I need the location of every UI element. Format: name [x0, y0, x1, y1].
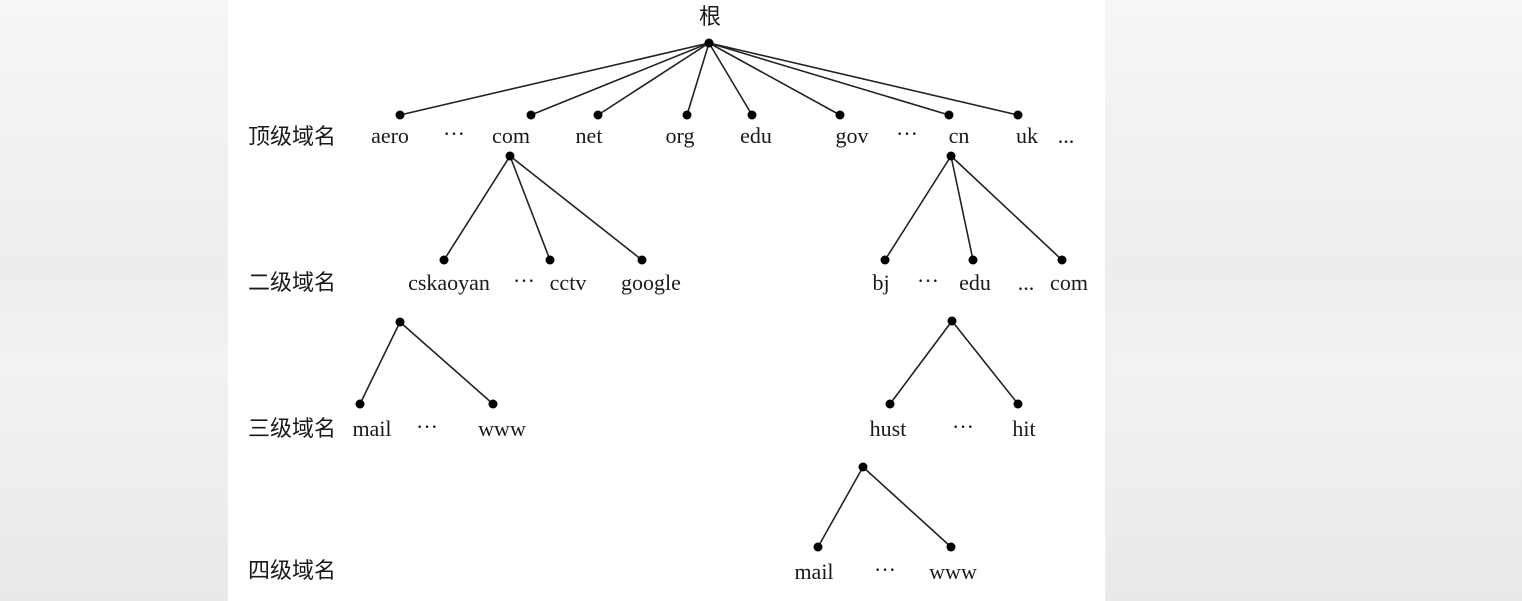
- fourth-hust-mail: mail: [794, 559, 834, 584]
- tld-aero: aero: [371, 123, 409, 148]
- sld-cn-ellipsis-1: ···: [917, 268, 939, 293]
- node-dot-cskDown: [395, 317, 405, 327]
- fourth-hust-ellipsis: ···: [874, 557, 896, 582]
- edge-root-org: [686, 42, 710, 116]
- sld-cctv: cctv: [549, 270, 587, 295]
- third-edu-hust: hust: [869, 416, 907, 441]
- edge-hustDown-hMail: [817, 466, 864, 548]
- sld-cn-com: com: [1050, 270, 1088, 295]
- edge-eduDown-hit: [951, 320, 1019, 405]
- level-label-fourth: 四级域名: [248, 559, 337, 584]
- edge-root-aero: [399, 42, 710, 116]
- edge-root-net: [597, 42, 710, 116]
- node-dot-root: [704, 38, 714, 48]
- node-dot-cctv: [545, 255, 555, 265]
- level-label-second: 二级域名: [248, 271, 337, 296]
- node-dot-edu: [747, 110, 757, 120]
- edge-root-cn: [708, 42, 950, 116]
- tld-ellipsis-1: ···: [443, 121, 465, 146]
- node-dot-aero: [395, 110, 405, 120]
- node-dot-cnDown: [946, 151, 956, 161]
- tld-ellipsis-2: ···: [896, 121, 918, 146]
- third-edu-hit: hit: [1012, 416, 1036, 441]
- node-dot-cnCom: [1057, 255, 1067, 265]
- node-dot-bj: [880, 255, 890, 265]
- node-dot-comDown: [505, 151, 515, 161]
- node-dot-eduDown: [947, 316, 957, 326]
- edge-root-edu: [708, 42, 753, 116]
- third-edu-ellipsis: ···: [952, 414, 974, 439]
- node-dot-uk: [1013, 110, 1023, 120]
- tld-cn: cn: [948, 123, 970, 148]
- node-dot-google: [637, 255, 647, 265]
- edge-hustDown-hWww: [862, 466, 952, 548]
- node-dot-org: [682, 110, 692, 120]
- node-dot-cnEdu: [968, 255, 978, 265]
- edge-root-gov: [708, 42, 841, 116]
- level-label-third: 三级域名: [248, 417, 337, 442]
- sld-google: google: [621, 270, 681, 295]
- sld-edu: edu: [959, 270, 991, 295]
- edge-cnDown-cnEdu: [950, 155, 974, 261]
- third-cskaoyan-ellipsis: ···: [416, 414, 438, 439]
- sld-bj: bj: [872, 270, 890, 295]
- sld-cn-ellipsis-2: ...: [1017, 270, 1035, 295]
- edge-comDown-cctv: [509, 155, 551, 261]
- node-dot-com: [526, 110, 536, 120]
- edge-root-com: [530, 42, 710, 116]
- domain-name-tree-diagram: 根 顶级域名 二级域名 三级域名 四级域名 aero ··· com net o…: [228, 0, 1105, 601]
- tld-net: net: [575, 123, 603, 148]
- tree-edges-layer: [355, 38, 1067, 552]
- tld-uk: uk: [1016, 123, 1038, 148]
- tld-edu: edu: [740, 123, 772, 148]
- node-dot-hWww: [946, 542, 956, 552]
- node-dot-hit: [1013, 399, 1023, 409]
- edge-eduDown-hust: [889, 320, 953, 405]
- edge-comDown-cskaoyan: [443, 155, 511, 261]
- root-label: 根: [698, 5, 722, 30]
- tld-ellipsis-3: ...: [1057, 123, 1075, 148]
- edge-root-uk: [708, 42, 1019, 116]
- node-dot-net: [593, 110, 603, 120]
- sld-cskaoyan: cskaoyan: [408, 270, 490, 295]
- node-dot-cskWww: [488, 399, 498, 409]
- tld-gov: gov: [835, 123, 869, 148]
- edge-comDown-google: [509, 155, 643, 261]
- sld-com-ellipsis: ···: [513, 268, 535, 293]
- tld-com: com: [492, 123, 530, 148]
- level-label-top: 顶级域名: [248, 125, 337, 150]
- edge-cnDown-cnCom: [950, 155, 1063, 261]
- node-dot-hust: [885, 399, 895, 409]
- node-dot-hMail: [813, 542, 823, 552]
- node-dot-cskMail: [355, 399, 365, 409]
- fourth-hust-www: www: [929, 559, 977, 584]
- edge-cnDown-bj: [884, 155, 952, 261]
- node-dot-hustDown: [858, 462, 868, 472]
- third-cskaoyan-www: www: [478, 416, 526, 441]
- node-dot-gov: [835, 110, 845, 120]
- edge-cskDown-cskMail: [359, 321, 401, 405]
- node-dot-cskaoyan: [439, 255, 449, 265]
- tld-org: org: [665, 123, 695, 148]
- node-dot-cn: [944, 110, 954, 120]
- edge-cskDown-cskWww: [399, 321, 494, 405]
- third-cskaoyan-mail: mail: [352, 416, 392, 441]
